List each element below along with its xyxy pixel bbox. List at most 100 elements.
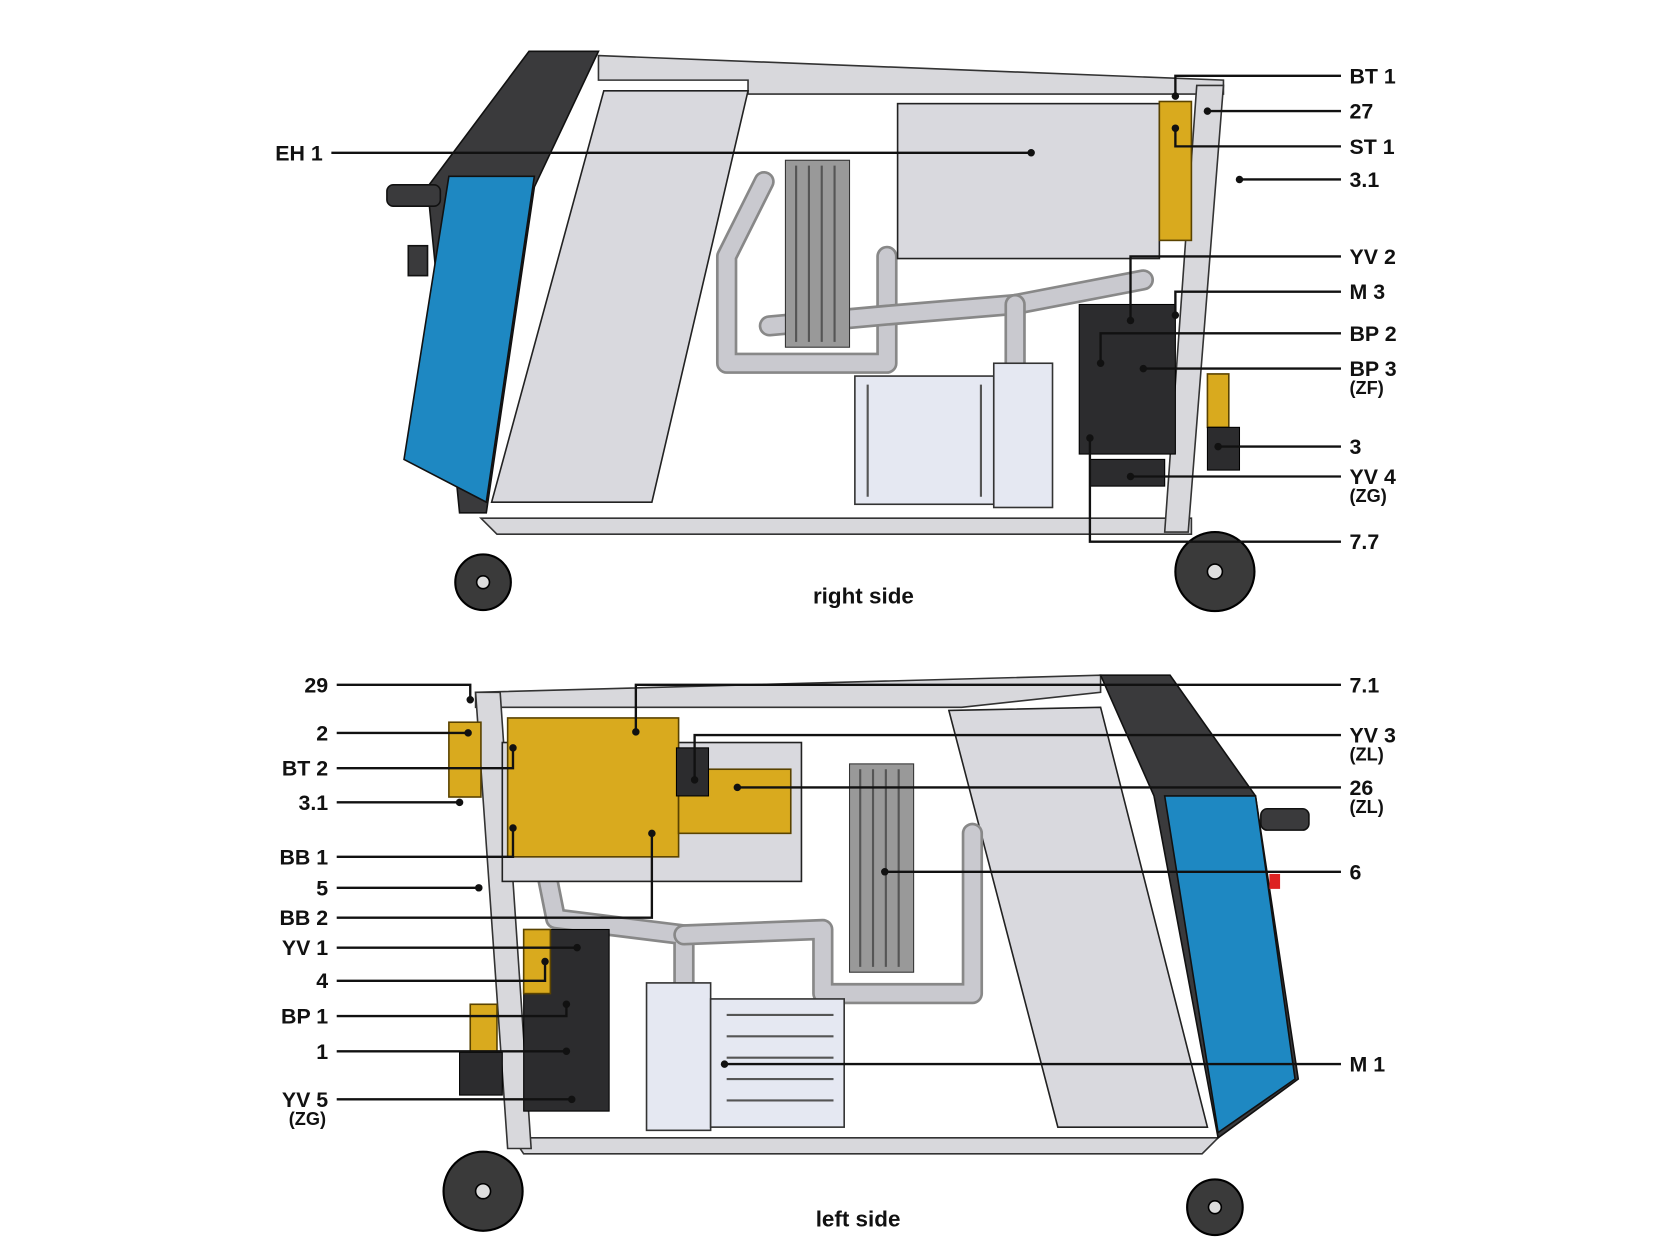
- right-callout-bp-2: BP 2: [1096, 322, 1397, 367]
- leader-line: [1174, 290, 1341, 316]
- right-callout-3-1: 3.1: [1235, 168, 1380, 192]
- leader-dot: [475, 884, 483, 892]
- leader-dot: [562, 1047, 571, 1056]
- left-callout-bt-2: BT 2: [282, 744, 517, 781]
- right-callout-m-3: M 3: [1171, 280, 1386, 319]
- callout-sublabel: (ZF): [1350, 378, 1384, 398]
- base-frame: [479, 517, 1193, 535]
- leader-line: [1088, 438, 1341, 543]
- callout-label: 29: [304, 673, 328, 697]
- left-callout-26: 26(ZL): [733, 776, 1384, 817]
- leader-dot: [881, 868, 889, 876]
- leader-dot: [720, 1060, 729, 1068]
- leader-dot: [1126, 316, 1135, 325]
- front-post: [474, 691, 533, 1150]
- leader-dot: [632, 728, 640, 736]
- leader-line: [336, 961, 547, 982]
- callout-label: BT 2: [282, 757, 328, 781]
- leader-line: [336, 833, 654, 919]
- callout-label: BP 2: [1350, 322, 1397, 346]
- callout-label: 5: [316, 876, 328, 900]
- brass-fittings: [1158, 100, 1193, 242]
- right-callout-bp-3: BP 3(ZF): [1139, 357, 1397, 398]
- handle: [1260, 807, 1310, 831]
- left-callout-bb-1: BB 1: [279, 824, 517, 869]
- leader-line: [336, 747, 515, 770]
- leader-dot: [541, 957, 549, 966]
- top-frame: [474, 674, 1102, 709]
- left-callout-3-1: 3.1: [298, 791, 464, 815]
- leader-dot: [509, 824, 517, 832]
- right-callout-7-7: 7.7: [1086, 434, 1379, 554]
- callout-label: 3.1: [1350, 168, 1380, 192]
- callout-label: YV 2: [1350, 245, 1396, 269]
- left-callout-7-1: 7.1: [632, 673, 1380, 736]
- red-indicator: [1269, 873, 1281, 889]
- pump-head: [992, 362, 1054, 509]
- leader-line: [336, 683, 472, 700]
- right-side-view: right side EH 1 BT 1 27 ST 1 3.1 YV 2 M 3 BP 2 B…: [275, 50, 1397, 613]
- leader-dot: [1171, 311, 1180, 319]
- callout-label: YV 1: [282, 936, 328, 960]
- callout-label: BP 3: [1350, 357, 1397, 381]
- right-callout-yv-4: YV 4(ZG): [1126, 465, 1396, 506]
- leader-line: [1174, 128, 1341, 148]
- leader-line: [1129, 255, 1341, 321]
- callout-label: 6: [1350, 860, 1362, 884]
- leader-dot: [690, 776, 699, 784]
- callout-sublabel: (ZG): [1350, 486, 1387, 506]
- callout-label: 26: [1350, 776, 1374, 800]
- left-callout-2: 2: [316, 721, 472, 745]
- leader-dot: [1086, 434, 1094, 442]
- left-callout-4: 4: [316, 957, 549, 993]
- right-callout-3: 3: [1214, 435, 1362, 459]
- left-callout-6: 6: [881, 860, 1362, 884]
- switch: [407, 244, 429, 277]
- leader-dot: [509, 744, 517, 752]
- callout-label: YV 3: [1350, 724, 1396, 748]
- pump-head: [645, 982, 712, 1132]
- base-frame: [511, 1137, 1221, 1155]
- leader-line: [336, 1004, 568, 1018]
- leader-dot: [455, 798, 464, 807]
- leader-dot: [562, 1000, 571, 1009]
- leader-line: [336, 827, 515, 859]
- callout-label: 2: [316, 721, 328, 745]
- front-display-panel: [1163, 795, 1296, 1134]
- callout-label: BB 2: [279, 906, 328, 930]
- leader-dot: [1027, 149, 1035, 157]
- pump-motor: [854, 375, 995, 506]
- left-callout-5: 5: [316, 876, 483, 900]
- left-callout-bp-1: BP 1: [281, 1000, 571, 1029]
- callout-label: BB 1: [279, 845, 328, 869]
- callout-label: YV 4: [1350, 465, 1396, 489]
- caption-right-side: right side: [813, 584, 914, 609]
- valve-block: [1078, 303, 1176, 455]
- right-callout-yv-2: YV 2: [1126, 245, 1396, 325]
- callout-label: 3.1: [298, 791, 328, 815]
- callout-label: 1: [316, 1040, 328, 1064]
- heater-eh1: [896, 102, 1161, 260]
- callout-label: BT 1: [1350, 64, 1396, 88]
- leader-dot: [1214, 442, 1222, 451]
- callout-sublabel: (ZL): [1350, 745, 1384, 765]
- callout-sublabel: (ZL): [1350, 797, 1384, 817]
- callout-label: ST 1: [1350, 135, 1395, 159]
- leader-dot: [648, 829, 656, 838]
- leader-line: [634, 683, 1341, 732]
- callout-label: M 3: [1350, 280, 1386, 304]
- right-callout-bt-1: BT 1: [1171, 64, 1396, 100]
- callout-label: 7.1: [1350, 673, 1380, 697]
- left-callout-m-1: M 1: [720, 1053, 1385, 1077]
- left-callout-1: 1: [316, 1040, 571, 1064]
- leader-dot: [1126, 472, 1135, 481]
- callout-label: EH 1: [275, 141, 323, 165]
- leader-line: [693, 733, 1341, 780]
- leader-line: [1099, 332, 1341, 364]
- leader-dot: [568, 1095, 576, 1104]
- right-callout-27: 27: [1203, 100, 1373, 124]
- leader-dot: [466, 696, 474, 704]
- front-display-panel: [403, 175, 536, 504]
